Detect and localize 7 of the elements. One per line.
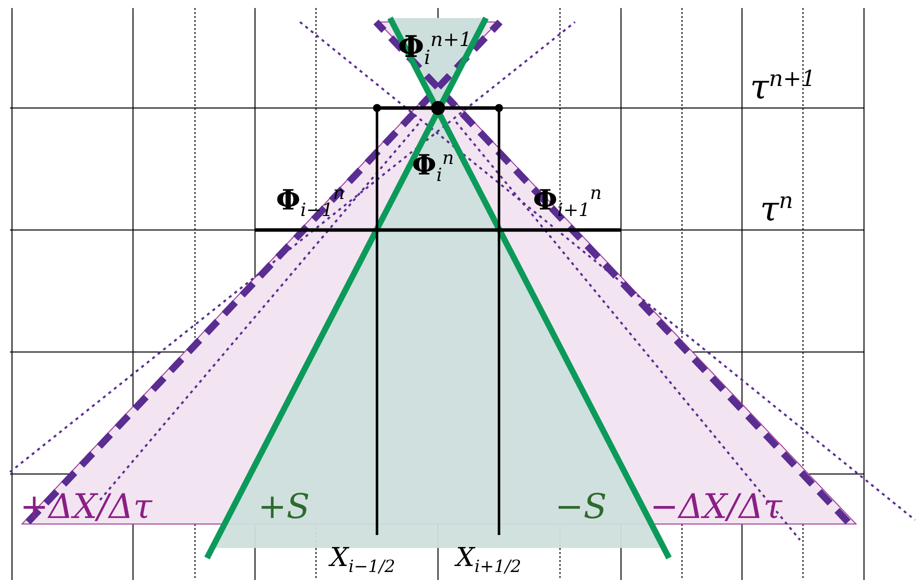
- interface-label: X$_{i−1/2}$: [330, 545, 396, 576]
- slope-label: −ΔX/Δτ: [650, 490, 782, 524]
- speed-label: −S: [555, 490, 607, 524]
- speed-label: +S: [258, 490, 310, 524]
- time-level-label: τ$^{n+1}$: [750, 68, 816, 104]
- time-level-label: τ$^{n}$: [760, 190, 794, 226]
- interface-label: X$_{i+1/2}$: [456, 545, 522, 576]
